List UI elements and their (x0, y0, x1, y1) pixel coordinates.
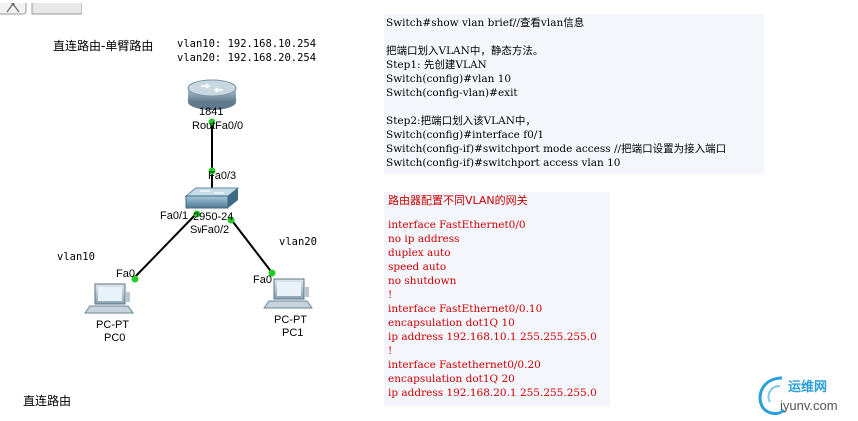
pc1-port-label: Fa0 (253, 274, 272, 286)
switch-config-line (386, 30, 764, 44)
port-dot-switch-fa03 (208, 167, 216, 175)
pc1-type-label: PC-PT (274, 314, 307, 326)
port-dot-pc1-fa0 (268, 269, 276, 277)
switch-config-line: 把端口划入VLAN中，静态方法。 (386, 45, 544, 57)
switch-port-fa03: Fa0/3 (208, 170, 237, 182)
link-switch-pc0 (132, 212, 198, 280)
app-corner-icon (0, 0, 83, 15)
router-config-line: ! (388, 345, 393, 357)
watermark-logo: 运维网 iyunv.com (752, 372, 858, 418)
port-dot-router-fa00 (208, 118, 216, 126)
watermark-text-url: iyunv.com (780, 398, 838, 413)
router-vlan20-ip: vlan20: 192.168.20.254 (177, 52, 317, 64)
switch-config-line: Switch(config)#interface f0/1 (386, 129, 545, 141)
router-config-line: ip address 192.168.20.1 255.255.255.0 (388, 387, 597, 399)
link-switch-pc1 (229, 217, 274, 275)
pc0-vlan-label: vlan10 (57, 251, 95, 263)
pc1-name-label: PC1 (282, 327, 304, 339)
router-config-panel: 路由器配置不同VLAN的网关 interface FastEthernet0/0… (384, 192, 610, 406)
pc-icon[interactable] (84, 283, 134, 314)
router-config-line: encapsulation dot1Q 20 (388, 373, 515, 385)
router-port-fa00: Fa0/0 (215, 120, 244, 132)
router-config-line: interface Fastethernet0/0.20 (388, 359, 541, 371)
port-dot-switch-fa02 (227, 216, 235, 224)
switch-config-panel: Switch#show vlan brief//查看vlan信息 把端口划入VL… (384, 14, 764, 174)
router-config-lines: interface FastEthernet0/0 no ip address du… (384, 208, 610, 400)
switch-config-line: Step1: 先创建VLAN (386, 59, 487, 71)
port-dot-pc0-fa0 (131, 275, 139, 283)
router-config-line: encapsulation dot1Q 10 (388, 317, 515, 329)
pc-icon[interactable] (263, 278, 313, 309)
switch-model-label: 2950-24 (193, 211, 234, 223)
router-config-line: no ip address (388, 233, 460, 245)
switch-icon[interactable] (184, 187, 240, 209)
pc0-name-label: PC0 (104, 332, 126, 344)
pc0-port-label: Fa0 (116, 268, 135, 280)
switch-config-line: Switch#show vlan brief//查看vlan信息 (386, 17, 585, 29)
router-config-line: ! (388, 289, 393, 301)
router-config-heading: 路由器配置不同VLAN的网关 (388, 194, 528, 207)
watermark-text-cn: 运维网 (788, 380, 828, 395)
switch-config-line: Switch(config)#vlan 10 (386, 73, 512, 85)
pc0-type-label: PC-PT (96, 319, 129, 331)
router-model-label: 1841 (199, 106, 224, 118)
router-config-line: ip address 192.168.10.1 255.255.255.0 (388, 331, 597, 343)
router-vlan10-ip: vlan10: 192.168.10.254 (177, 38, 317, 50)
bottom-title: 直连路由 (23, 394, 72, 408)
watermark-swirl-icon (758, 376, 786, 415)
switch-config-line: Switch(config-vlan)#exit (386, 87, 518, 99)
router-config-line: speed auto (388, 261, 447, 273)
network-topology (84, 79, 313, 314)
switch-config-line (386, 100, 764, 114)
switch-config-line: Switch(config-if)#switchport mode access… (386, 143, 727, 155)
port-dot-switch-fa01 (193, 210, 201, 218)
switch-port-fa02: Fa0/2 (201, 224, 230, 236)
pc1-vlan-label: vlan20 (279, 236, 317, 248)
router-config-line: duplex auto (388, 247, 451, 259)
switch-config-line: Switch(config-if)#switchport access vlan… (386, 157, 621, 169)
switch-config-lines: Switch#show vlan brief//查看vlan信息 把端口划入VL… (384, 14, 764, 170)
switch-config-line: Step2:把端口划入该VLAN中， (386, 115, 536, 127)
topology-title: 直连路由-单臂路由 (53, 39, 154, 53)
router-config-line: no shutdown (388, 275, 457, 287)
switch-port-fa01: Fa0/1 (160, 210, 189, 222)
router-config-line: interface FastEthernet0/0 (388, 219, 526, 231)
router-icon[interactable] (187, 79, 237, 110)
router-config-line: interface FastEthernet0/0.10 (388, 303, 543, 315)
